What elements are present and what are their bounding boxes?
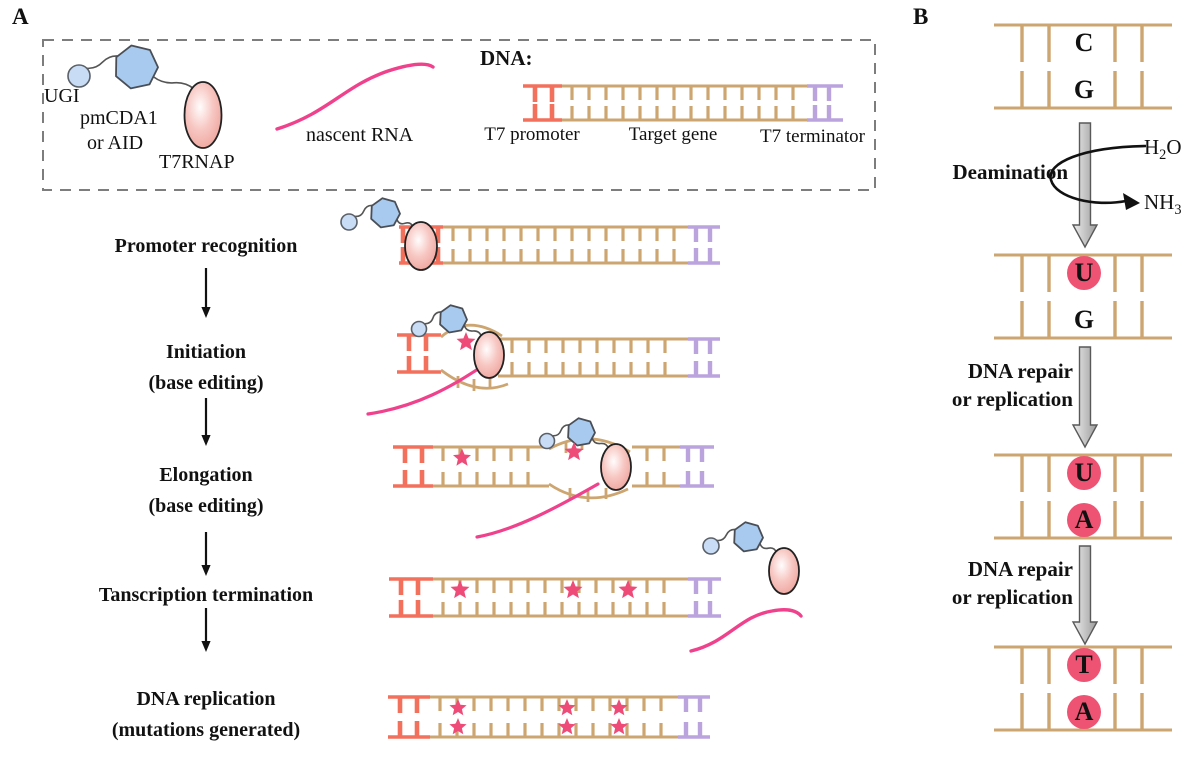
h2o-post: O xyxy=(1166,135,1182,159)
target-gene-label: Target gene xyxy=(628,124,718,145)
legend-dashed-box xyxy=(42,39,876,191)
step-label-termination: Tanscription termination xyxy=(36,580,376,611)
released-rna-curve xyxy=(689,608,803,653)
step-line: Initiation xyxy=(165,341,247,363)
arrow-step-2 xyxy=(201,398,211,446)
dna-duplex-ug xyxy=(994,253,1172,340)
step-label-replication: DNA replication (mutations generated) xyxy=(36,684,376,746)
step2-initiation-graphic xyxy=(366,304,720,416)
dna-duplex-cg xyxy=(994,23,1172,110)
t7rnap-complex-legend xyxy=(67,44,223,149)
step-label-elongation: Elongation (base editing) xyxy=(36,460,376,522)
dna-heading: DNA: xyxy=(480,46,533,70)
base-letter-c: C xyxy=(1074,28,1094,57)
h2o-sub: 2 xyxy=(1159,147,1167,164)
arrow-step-4 xyxy=(201,608,211,652)
ugi-label: UGI xyxy=(44,85,80,107)
base-letter-a2: A xyxy=(1067,695,1101,729)
base-letter-u1: U xyxy=(1067,256,1101,290)
dna-duplex-ta xyxy=(994,645,1172,732)
deamination-arrow xyxy=(1071,122,1099,249)
repair-arrow-2 xyxy=(1071,545,1099,646)
deamination-label: Deamination xyxy=(952,160,1069,184)
repair-label-1: DNA repair or replication xyxy=(901,357,1073,413)
nascent-rna-curve-legend xyxy=(275,62,435,131)
deaminase-label-1: pmCDA1 xyxy=(80,107,158,129)
nh3-label: NH3 xyxy=(1144,190,1181,219)
step-line: Elongation xyxy=(159,464,253,486)
dna-duplex-ua xyxy=(994,453,1172,540)
h2o-pre: H xyxy=(1144,135,1160,159)
arrow-step-1 xyxy=(201,268,211,318)
nh3-sub: 3 xyxy=(1174,202,1182,219)
t7rnap-complex-released xyxy=(702,521,800,595)
repair-line: or replication xyxy=(951,585,1073,609)
step-line: Promoter recognition xyxy=(114,235,298,257)
step-line: (mutations generated) xyxy=(111,719,301,741)
step-label-initiation: Initiation (base editing) xyxy=(36,337,376,399)
nascent-rna-label: nascent RNA xyxy=(306,124,414,146)
step-line: DNA replication xyxy=(136,688,276,710)
step-label-promoter-recognition: Promoter recognition xyxy=(36,231,376,262)
dna-map-legend xyxy=(523,84,843,122)
water-ammonia-arrow xyxy=(1049,144,1147,210)
base-letter-a1: A xyxy=(1067,503,1101,537)
repair-label-2: DNA repair or replication xyxy=(901,555,1073,611)
base-letter-u2: U xyxy=(1067,456,1101,490)
repair-arrow-1 xyxy=(1071,346,1099,449)
panel-a-label: A xyxy=(12,4,29,29)
base-letter-g2: G xyxy=(1073,305,1095,334)
t7-terminator-label: T7 terminator xyxy=(760,126,865,147)
panel-b-label: B xyxy=(913,4,929,29)
repair-line: or replication xyxy=(951,387,1073,411)
nh3-pre: NH xyxy=(1144,190,1175,214)
step-line: (base editing) xyxy=(148,495,264,517)
step4-termination-graphic xyxy=(389,577,721,618)
t7-promoter-label: T7 promoter xyxy=(484,124,580,145)
deaminase-label-2: or AID xyxy=(87,132,144,154)
base-letter-t: T xyxy=(1067,648,1101,682)
repair-line: DNA repair xyxy=(967,359,1073,383)
arrow-step-3 xyxy=(201,532,211,576)
step-line: (base editing) xyxy=(148,372,264,394)
t7rnap-label: T7RNAP xyxy=(159,151,235,173)
step3-elongation-graphic xyxy=(393,417,714,539)
step5-replication-graphic xyxy=(388,695,710,739)
step1-promoter-recognition-graphic xyxy=(340,197,720,271)
step-line: Tanscription termination xyxy=(98,584,314,606)
h2o-label: H2O xyxy=(1144,135,1181,164)
base-letter-g1: G xyxy=(1073,75,1095,104)
repair-line: DNA repair xyxy=(967,557,1073,581)
